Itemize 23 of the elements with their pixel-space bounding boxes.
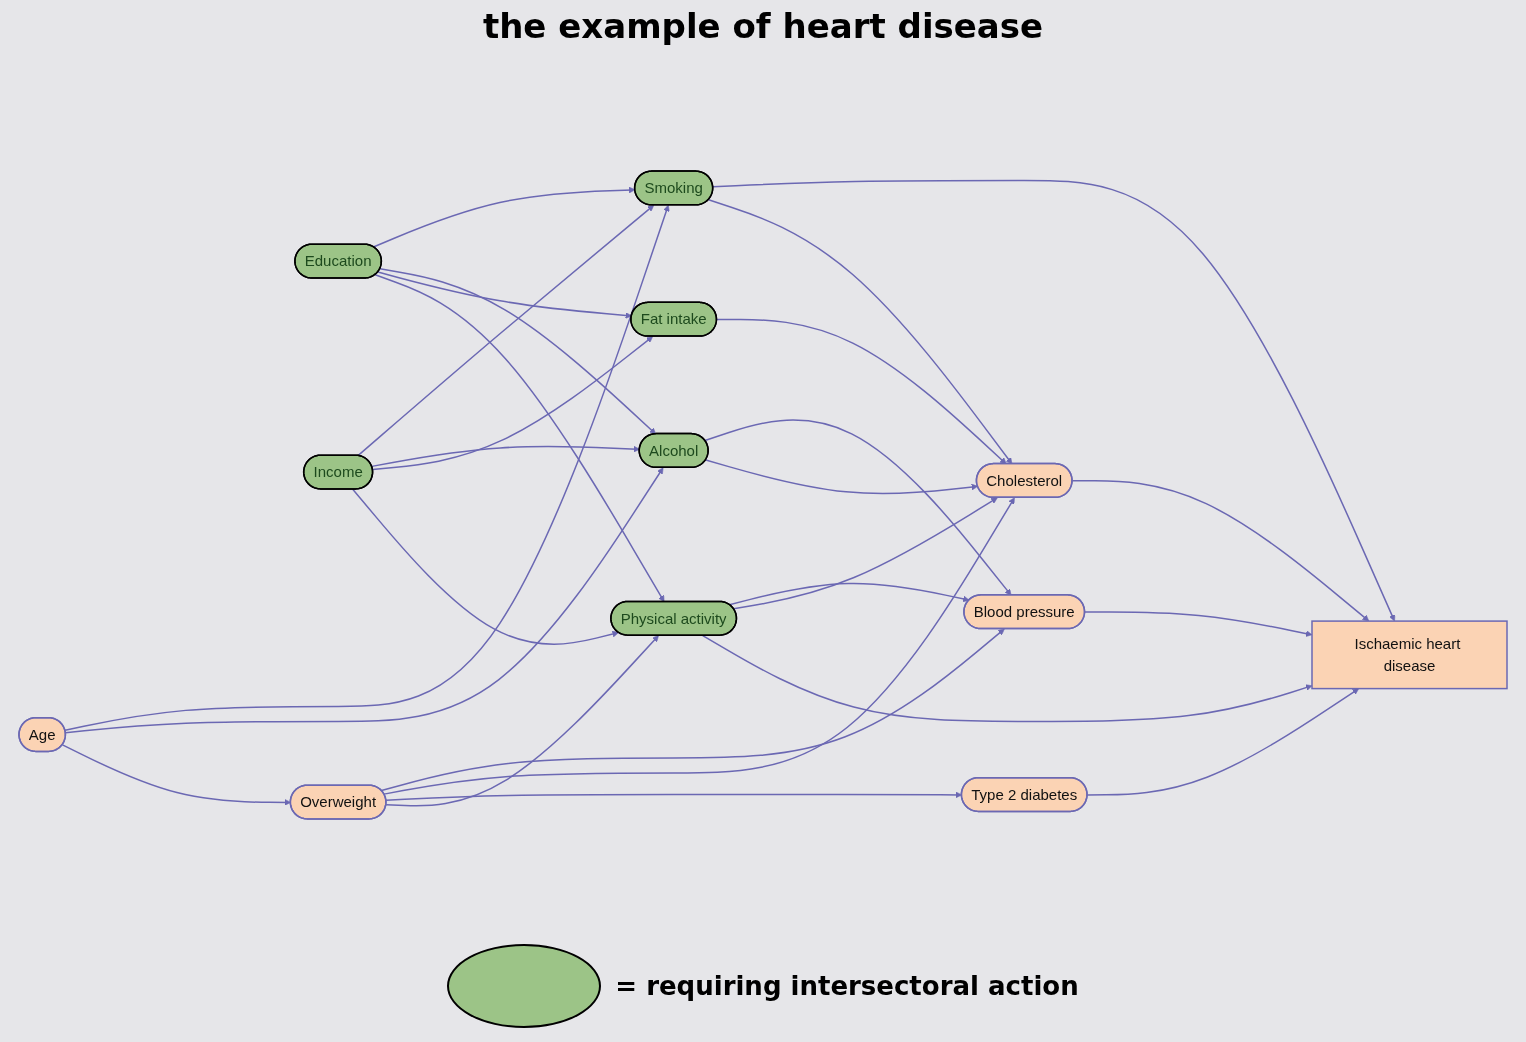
arrow xyxy=(371,336,653,471)
arrow xyxy=(377,271,632,319)
node-box: Ischaemic heart disease xyxy=(1311,620,1508,690)
arrow xyxy=(351,488,619,645)
arrow xyxy=(704,419,1012,596)
arrow xyxy=(707,199,1013,465)
diagram-title: the example of heart disease xyxy=(482,6,1044,46)
arrow xyxy=(383,497,1015,795)
arrow xyxy=(371,445,640,468)
arrow xyxy=(1084,611,1313,637)
arrow xyxy=(380,628,1005,792)
arrow xyxy=(716,318,1007,465)
arrow xyxy=(374,274,665,603)
legend-text: = requiring intersectoral action xyxy=(615,971,1079,1001)
arrow xyxy=(357,204,655,457)
arrow xyxy=(64,204,670,731)
arrow xyxy=(728,582,970,606)
arrow xyxy=(1071,480,1370,622)
arrow xyxy=(385,635,659,807)
arrow xyxy=(701,634,1313,723)
arrow xyxy=(712,179,1396,622)
arrow xyxy=(379,268,656,435)
arrow xyxy=(705,459,979,495)
